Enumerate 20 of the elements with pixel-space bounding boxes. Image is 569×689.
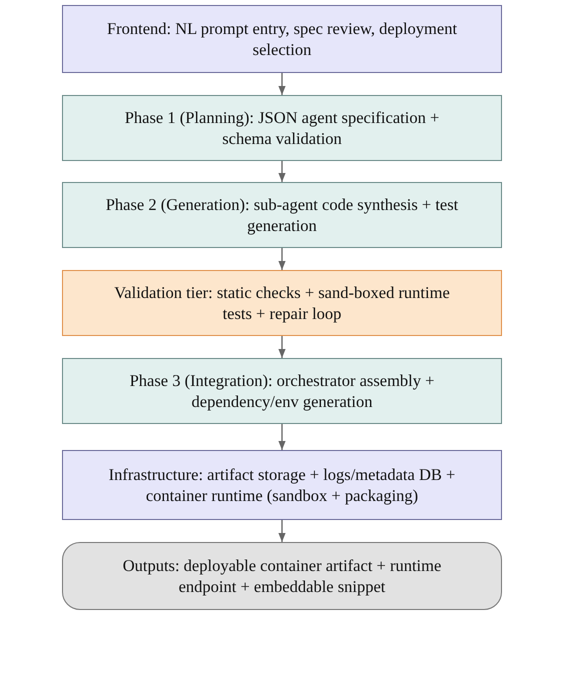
box-label: Phase 1 (Planning): JSON agent specification + schema validation [124,106,440,150]
output-box [62,542,502,610]
process-box [62,95,502,161]
arrow [278,161,286,182]
arrow [278,336,286,358]
box-label: Outputs: deployable container artifact + runtime endpoint + embeddable snippet [122,554,442,598]
process-box [62,358,502,424]
arrow [278,73,286,95]
box-label: Frontend: NL prompt entry, spec review, deployment selection [106,18,458,60]
arrow [278,424,286,450]
arrow [278,248,286,270]
box-label: Infrastructure: artifact storage + logs/metadata DB + container runtime (sandbox + packaging) [108,464,456,506]
process-box [62,450,502,520]
box-label: Phase 3 (Integration): orchestrator assembly + dependency/env generation [128,370,436,412]
box-label: Validation tier: static checks + sand-boxed runtime tests + repair loop [113,282,451,324]
process-box [62,270,502,336]
arrow [278,520,286,542]
box-label: Phase 2 (Generation): sub-agent code synthesis + test generation [104,194,460,236]
process-box [62,5,502,73]
process-box [62,182,502,248]
